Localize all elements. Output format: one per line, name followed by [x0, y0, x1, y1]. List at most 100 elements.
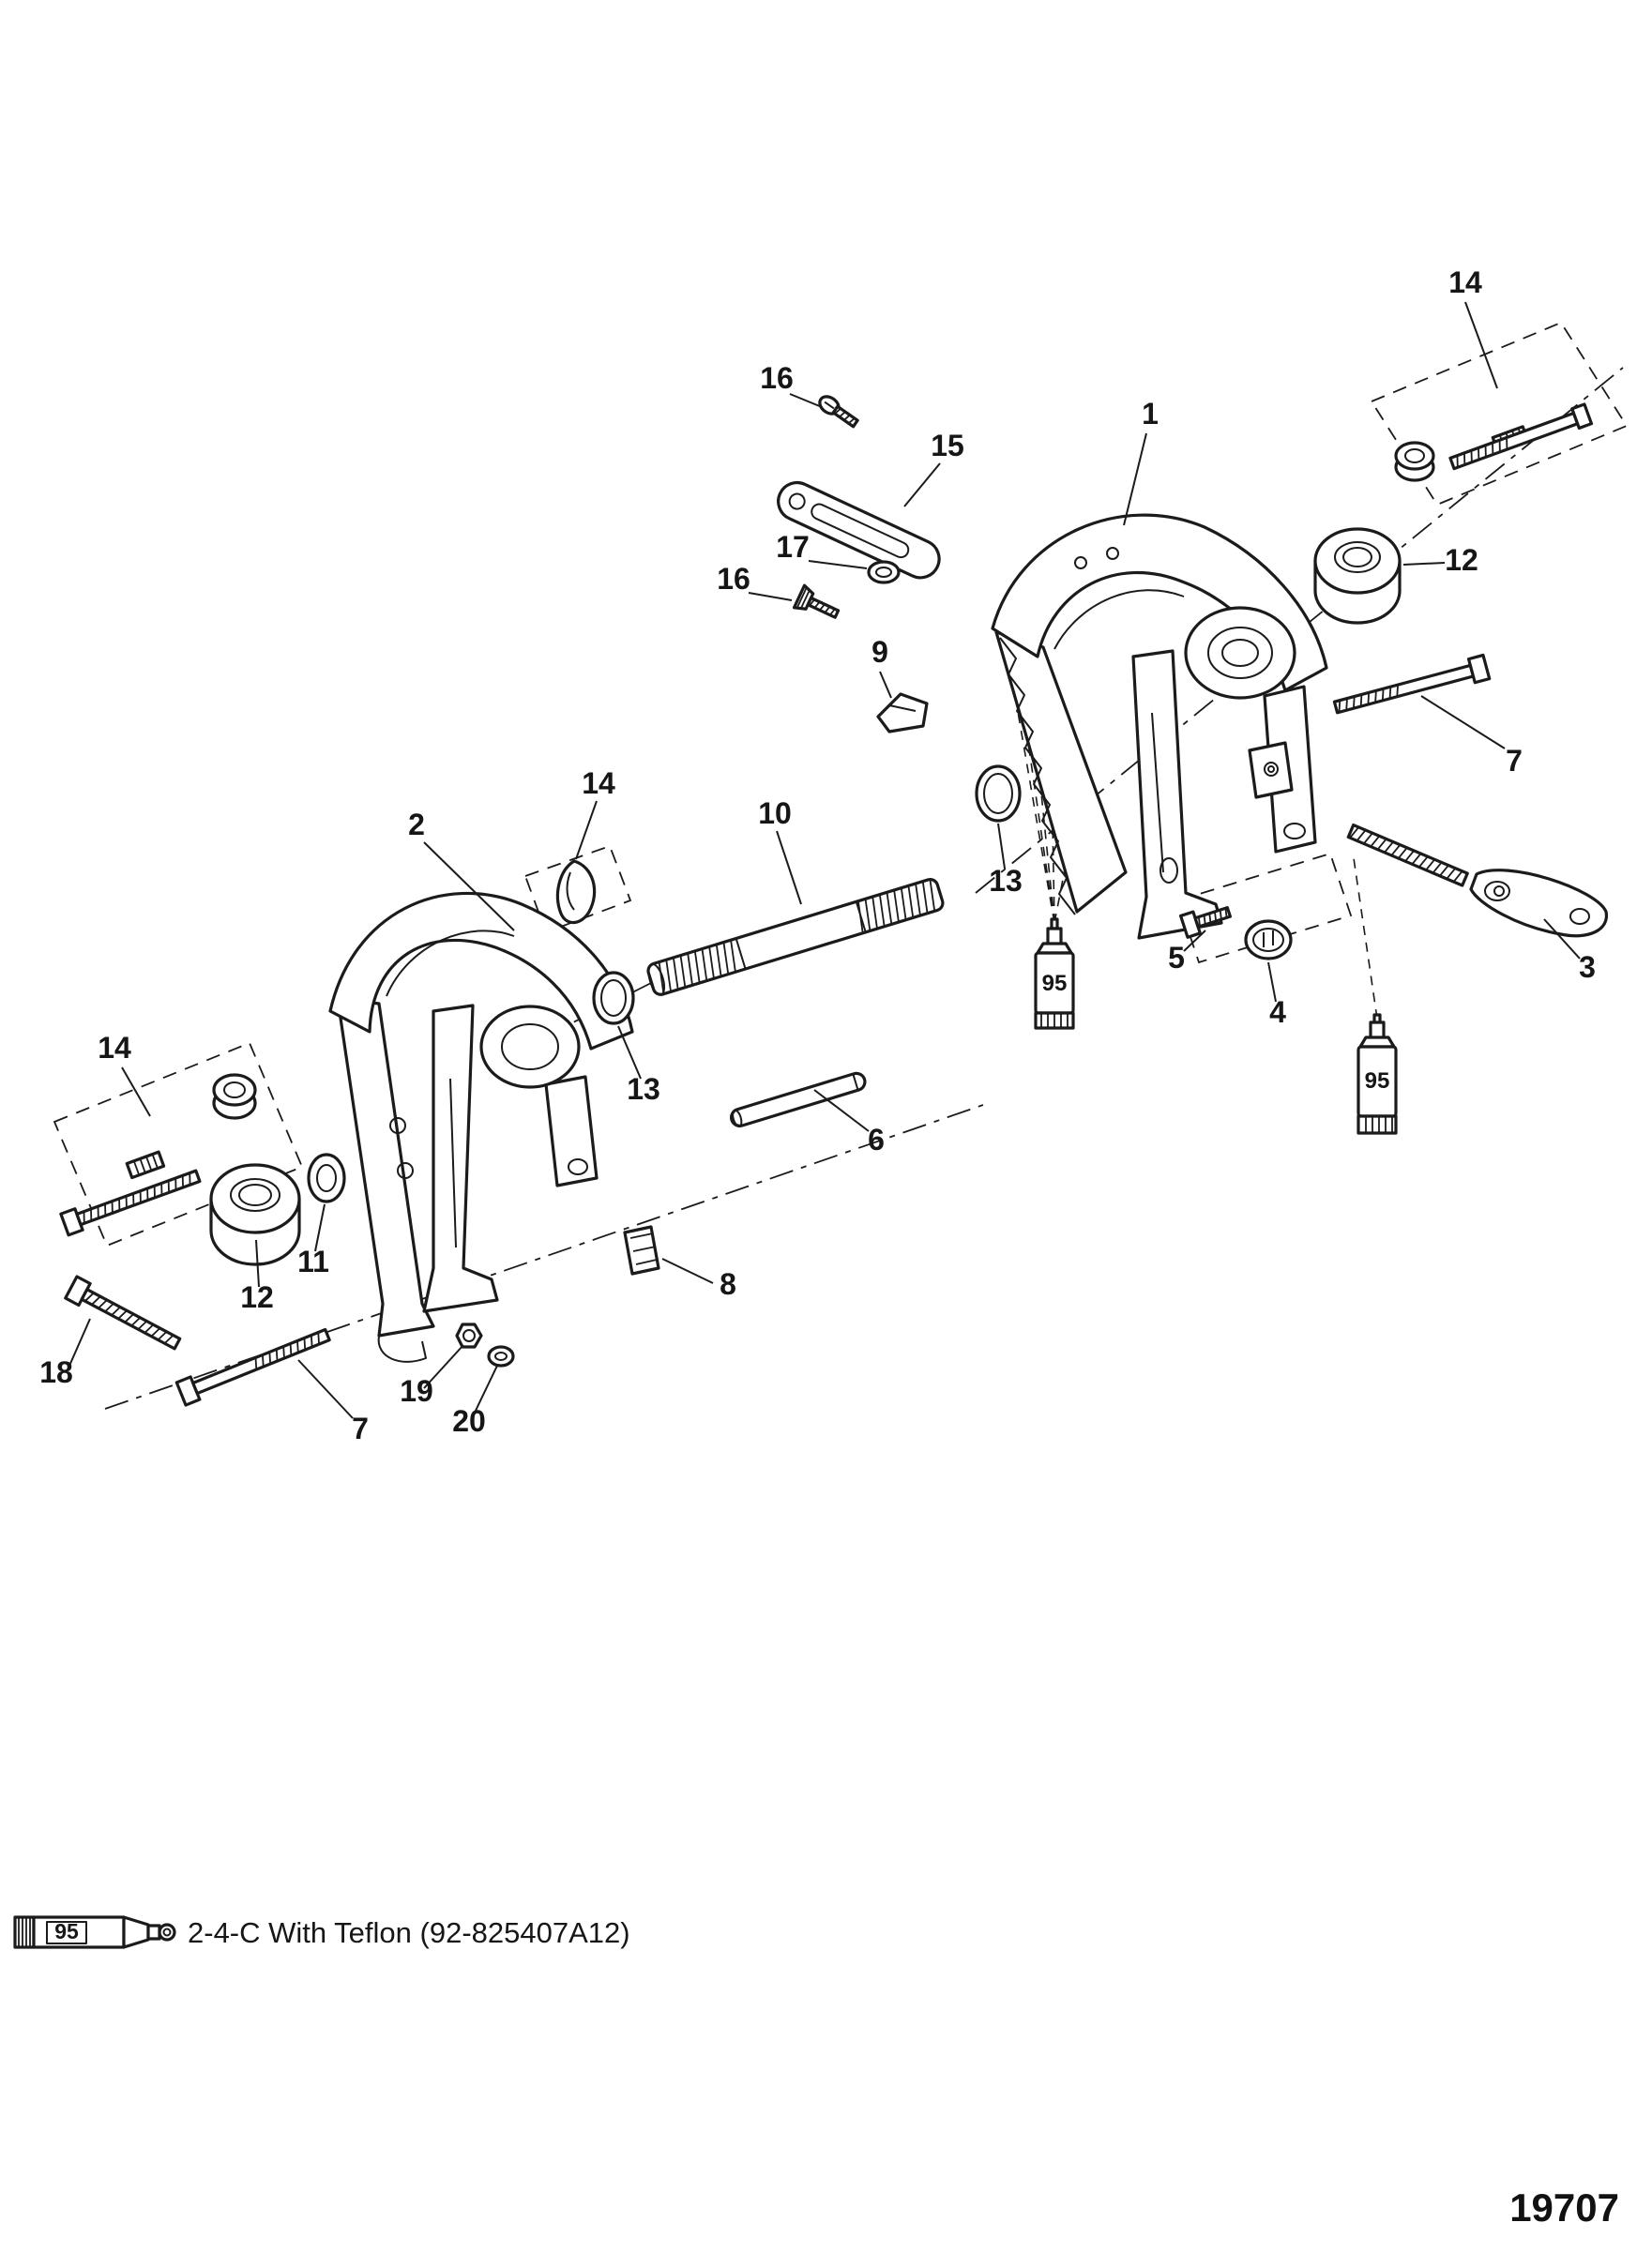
tilt-teeth [999, 637, 1076, 915]
part-12-nut-right [1313, 527, 1402, 625]
leader-15 [903, 462, 941, 507]
callout-14-middle: 14 [582, 766, 615, 800]
callout-leaders [68, 301, 1581, 1419]
callout-10: 10 [758, 796, 792, 830]
legend-tube-cone [122, 1915, 150, 1949]
left-leg [336, 997, 435, 1338]
leg-slot [449, 1078, 457, 1248]
callout-6: 6 [868, 1123, 885, 1157]
kit-bolt [59, 1169, 202, 1237]
pivot-plate [1248, 741, 1294, 799]
leader-14-left [121, 1066, 151, 1117]
boss [479, 1005, 581, 1089]
foot-hole [568, 1158, 588, 1175]
kit-bushing [1394, 441, 1435, 482]
legend-label-box [46, 1921, 87, 1944]
part-1-clamp-bracket [991, 513, 1328, 940]
leader-14-middle [575, 800, 598, 860]
leg-hole [1159, 857, 1178, 884]
key [555, 859, 597, 925]
arm-screw [1106, 547, 1119, 560]
leader-18 [68, 1318, 91, 1367]
leader-16-bottom [748, 592, 793, 601]
leader-17 [808, 560, 868, 569]
leader-3 [1543, 918, 1581, 960]
callout-12-left: 12 [240, 1280, 274, 1314]
centerline-upper [975, 367, 1624, 894]
part-14-kit-left [53, 1041, 304, 1247]
lubricant-legend: 95 2-4-C With Teflon (92-825407A12) [13, 1915, 630, 1949]
centerline-rod [502, 982, 652, 1059]
arm-screw [1074, 556, 1087, 569]
callout-20: 20 [452, 1404, 486, 1438]
leader-16-top [789, 393, 823, 408]
leader-11 [314, 1203, 326, 1252]
lube-line-right [1352, 851, 1378, 1020]
part-7-bolt-left [174, 1327, 331, 1407]
kit-bushing [212, 1073, 257, 1120]
legend-tube-tip [146, 1924, 161, 1941]
callout-11: 11 [297, 1245, 329, 1278]
leader-10 [776, 830, 802, 905]
leader-13-left [617, 1025, 642, 1080]
part-4-cap-washer [1244, 919, 1293, 960]
inner-arch [386, 930, 515, 997]
part-8-wedge-clip [623, 1225, 660, 1276]
legend-tube-cap [158, 1923, 176, 1942]
callout-18: 18 [39, 1355, 73, 1389]
lubricant-tube-right: 95 [1356, 1013, 1398, 1135]
leader-1 [1123, 432, 1147, 526]
inner-arch [1053, 589, 1185, 650]
part-19-nut [455, 1323, 483, 1349]
leader-5 [1183, 930, 1206, 952]
top-arm [328, 891, 634, 1051]
boss-hole [501, 1023, 559, 1070]
legend-text: 2-4-C With Teflon (92-825407A12) [188, 1916, 630, 1949]
leg-hole [397, 1162, 414, 1179]
kit-bolt [1448, 402, 1594, 471]
callout-8: 8 [720, 1267, 736, 1301]
callout-7-left: 7 [352, 1412, 369, 1445]
part-13-oring-left [592, 971, 635, 1025]
lever-stud [1346, 823, 1469, 887]
callout-17: 17 [776, 530, 810, 564]
callout-12-right: 12 [1445, 543, 1478, 577]
leader-19 [423, 1344, 464, 1389]
lubricant-tube-middle: 95 [1034, 917, 1075, 1030]
leg-slot [1151, 712, 1164, 873]
legend-tube-crimp [13, 1915, 36, 1949]
part-16-screw-bottom [792, 583, 841, 619]
callout-19: 19 [400, 1374, 433, 1408]
part-7-bolt-right [1332, 653, 1492, 715]
part-16-screw-top [818, 395, 859, 429]
part-18-bolt [64, 1275, 182, 1351]
part-9-wedge-block [876, 692, 929, 733]
foot-hole [1283, 823, 1306, 839]
kit-box [53, 1041, 304, 1247]
callout-numbers: 1 2 3 4 5 6 7 7 8 9 10 11 12 12 13 13 14… [39, 265, 1596, 1445]
part-10-tilt-tube [646, 877, 945, 996]
callout-1: 1 [1142, 397, 1159, 431]
leader-6 [813, 1089, 870, 1132]
legend-tube-label: 95 [54, 1919, 79, 1943]
kit-box-screw-cap [1176, 852, 1353, 964]
leader-13-right [997, 823, 1006, 869]
thread-hatch-left [658, 941, 736, 993]
callout-2: 2 [408, 808, 425, 841]
part-20-nut [487, 1345, 515, 1368]
part-3-tilt-lever [1346, 823, 1608, 938]
drawing-number: 19707 [1509, 2185, 1619, 2230]
leader-12-left [255, 1239, 260, 1288]
boss-bore [1221, 639, 1259, 667]
boss-hole [1207, 627, 1273, 679]
callout-7-right: 7 [1506, 744, 1523, 778]
leader-14-top-right [1464, 301, 1498, 389]
clamp-pad [377, 1335, 427, 1363]
part-17-nut [867, 560, 901, 584]
callout-13-left: 13 [627, 1072, 660, 1106]
boss [1184, 606, 1296, 700]
leader-2 [423, 841, 515, 931]
leader-9 [879, 671, 892, 699]
